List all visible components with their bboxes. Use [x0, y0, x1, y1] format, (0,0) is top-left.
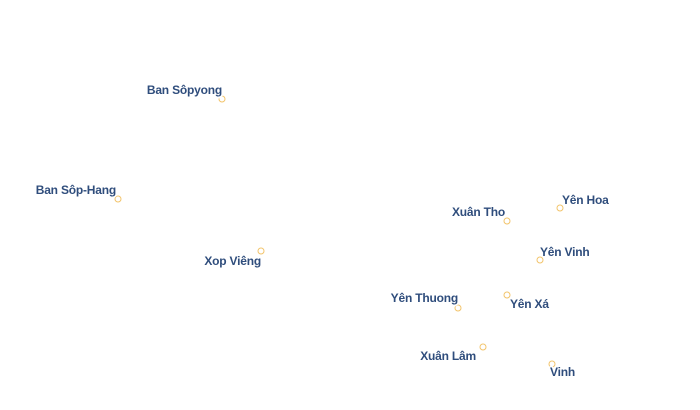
place-label: Yên Vinh — [540, 245, 590, 259]
place-marker-icon[interactable] — [454, 304, 462, 312]
place-label: Yên Thuong — [390, 291, 459, 305]
place-label: Xuân Lâm — [420, 349, 476, 363]
place-marker-icon[interactable] — [536, 256, 544, 264]
place-marker-icon[interactable] — [257, 247, 265, 255]
place-marker-icon[interactable] — [503, 291, 511, 299]
place-marker-icon[interactable] — [503, 217, 511, 225]
place-label: Ban Sôp-Hang — [35, 183, 116, 197]
place-marker-icon[interactable] — [548, 360, 556, 368]
place-marker-icon[interactable] — [114, 195, 122, 203]
place-label: Yên Xá — [510, 297, 549, 311]
place-label: Ban Sôpyong — [146, 83, 222, 97]
place-label: Yên Hoa — [562, 193, 609, 207]
place-label: Xop Viêng — [204, 254, 261, 268]
place-label: Xuân Tho — [451, 205, 505, 219]
place-marker-icon[interactable] — [218, 95, 226, 103]
place-marker-icon[interactable] — [479, 343, 487, 351]
place-label: Vinh — [550, 365, 575, 379]
place-marker-icon[interactable] — [556, 204, 564, 212]
